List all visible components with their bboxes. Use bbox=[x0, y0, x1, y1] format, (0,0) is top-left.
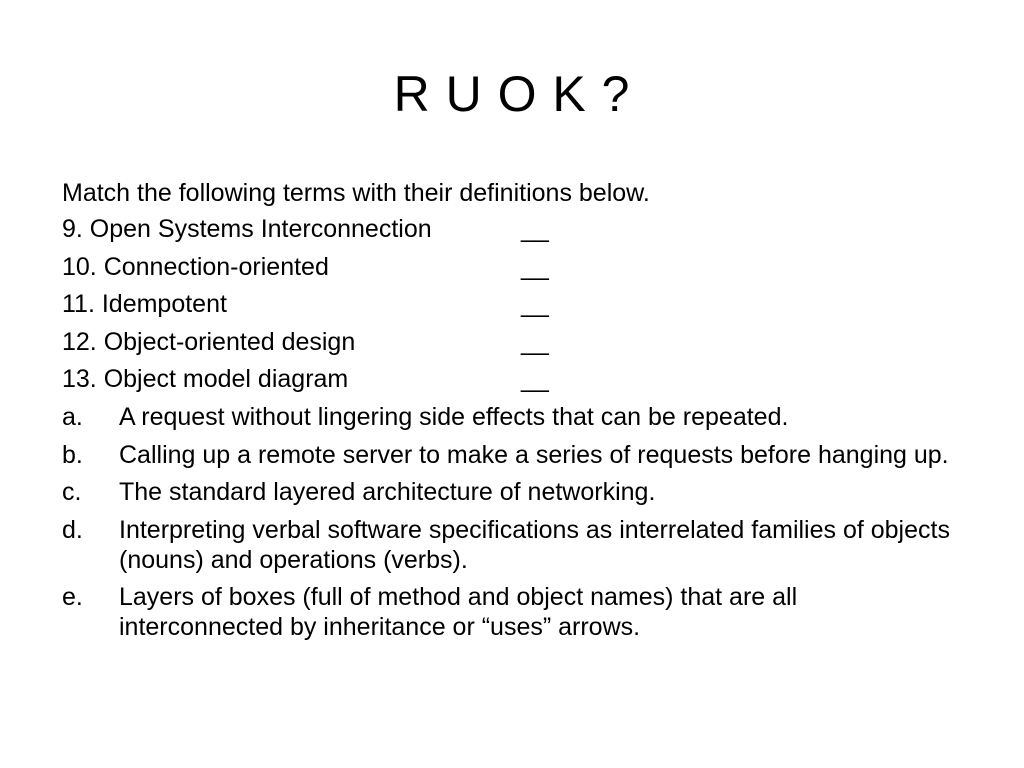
definition-item: a. A request without lingering side effe… bbox=[62, 402, 962, 432]
definition-item: b. Calling up a remote server to make a … bbox=[62, 440, 962, 470]
definition-item: e. Layers of boxes (full of method and o… bbox=[62, 582, 962, 642]
term-text: 12. Object-oriented design bbox=[62, 327, 356, 356]
definition-text: Calling up a remote server to make a ser… bbox=[119, 440, 949, 469]
definition-label: d. bbox=[62, 515, 83, 544]
answer-blank: __ bbox=[521, 290, 549, 319]
instruction-text: Match the following terms with their def… bbox=[62, 179, 650, 207]
term-row: 12. Object-oriented design __ bbox=[62, 327, 962, 357]
definition-label: a. bbox=[62, 402, 83, 431]
slide-title: R U O K ? bbox=[393, 66, 631, 122]
term-row: 11. Idempotent __ bbox=[62, 289, 962, 319]
definition-text: The standard layered architecture of net… bbox=[119, 478, 656, 507]
definition-label: c. bbox=[62, 478, 82, 507]
term-text: 13. Object model diagram bbox=[62, 365, 349, 394]
term-row: 9. Open Systems Interconnection __ bbox=[62, 214, 962, 244]
answer-blank: __ bbox=[521, 365, 549, 394]
term-row: 13. Object model diagram __ bbox=[62, 364, 962, 394]
definition-item: c. The standard layered architecture of … bbox=[62, 477, 962, 507]
definition-text: Layers of boxes (full of method and obje… bbox=[119, 583, 798, 642]
term-text: 11. Idempotent bbox=[62, 290, 227, 319]
term-row: 10. Connection-oriented __ bbox=[62, 252, 962, 282]
definition-text: A request without lingering side effects… bbox=[119, 402, 789, 431]
definition-text: Interpreting verbal software specificati… bbox=[119, 515, 950, 574]
term-text: 9. Open Systems Interconnection bbox=[62, 215, 432, 243]
definition-label: e. bbox=[62, 583, 83, 612]
definition-item: d. Interpreting verbal software specific… bbox=[62, 515, 962, 575]
answer-blank: __ bbox=[521, 215, 549, 243]
definition-label: b. bbox=[62, 440, 83, 469]
answer-blank: __ bbox=[521, 252, 549, 281]
slide-body: Match the following terms with their def… bbox=[62, 178, 962, 650]
answer-blank: __ bbox=[521, 327, 549, 356]
term-text: 10. Connection-oriented bbox=[62, 252, 329, 281]
definition-list: a. A request without lingering side effe… bbox=[62, 402, 962, 642]
